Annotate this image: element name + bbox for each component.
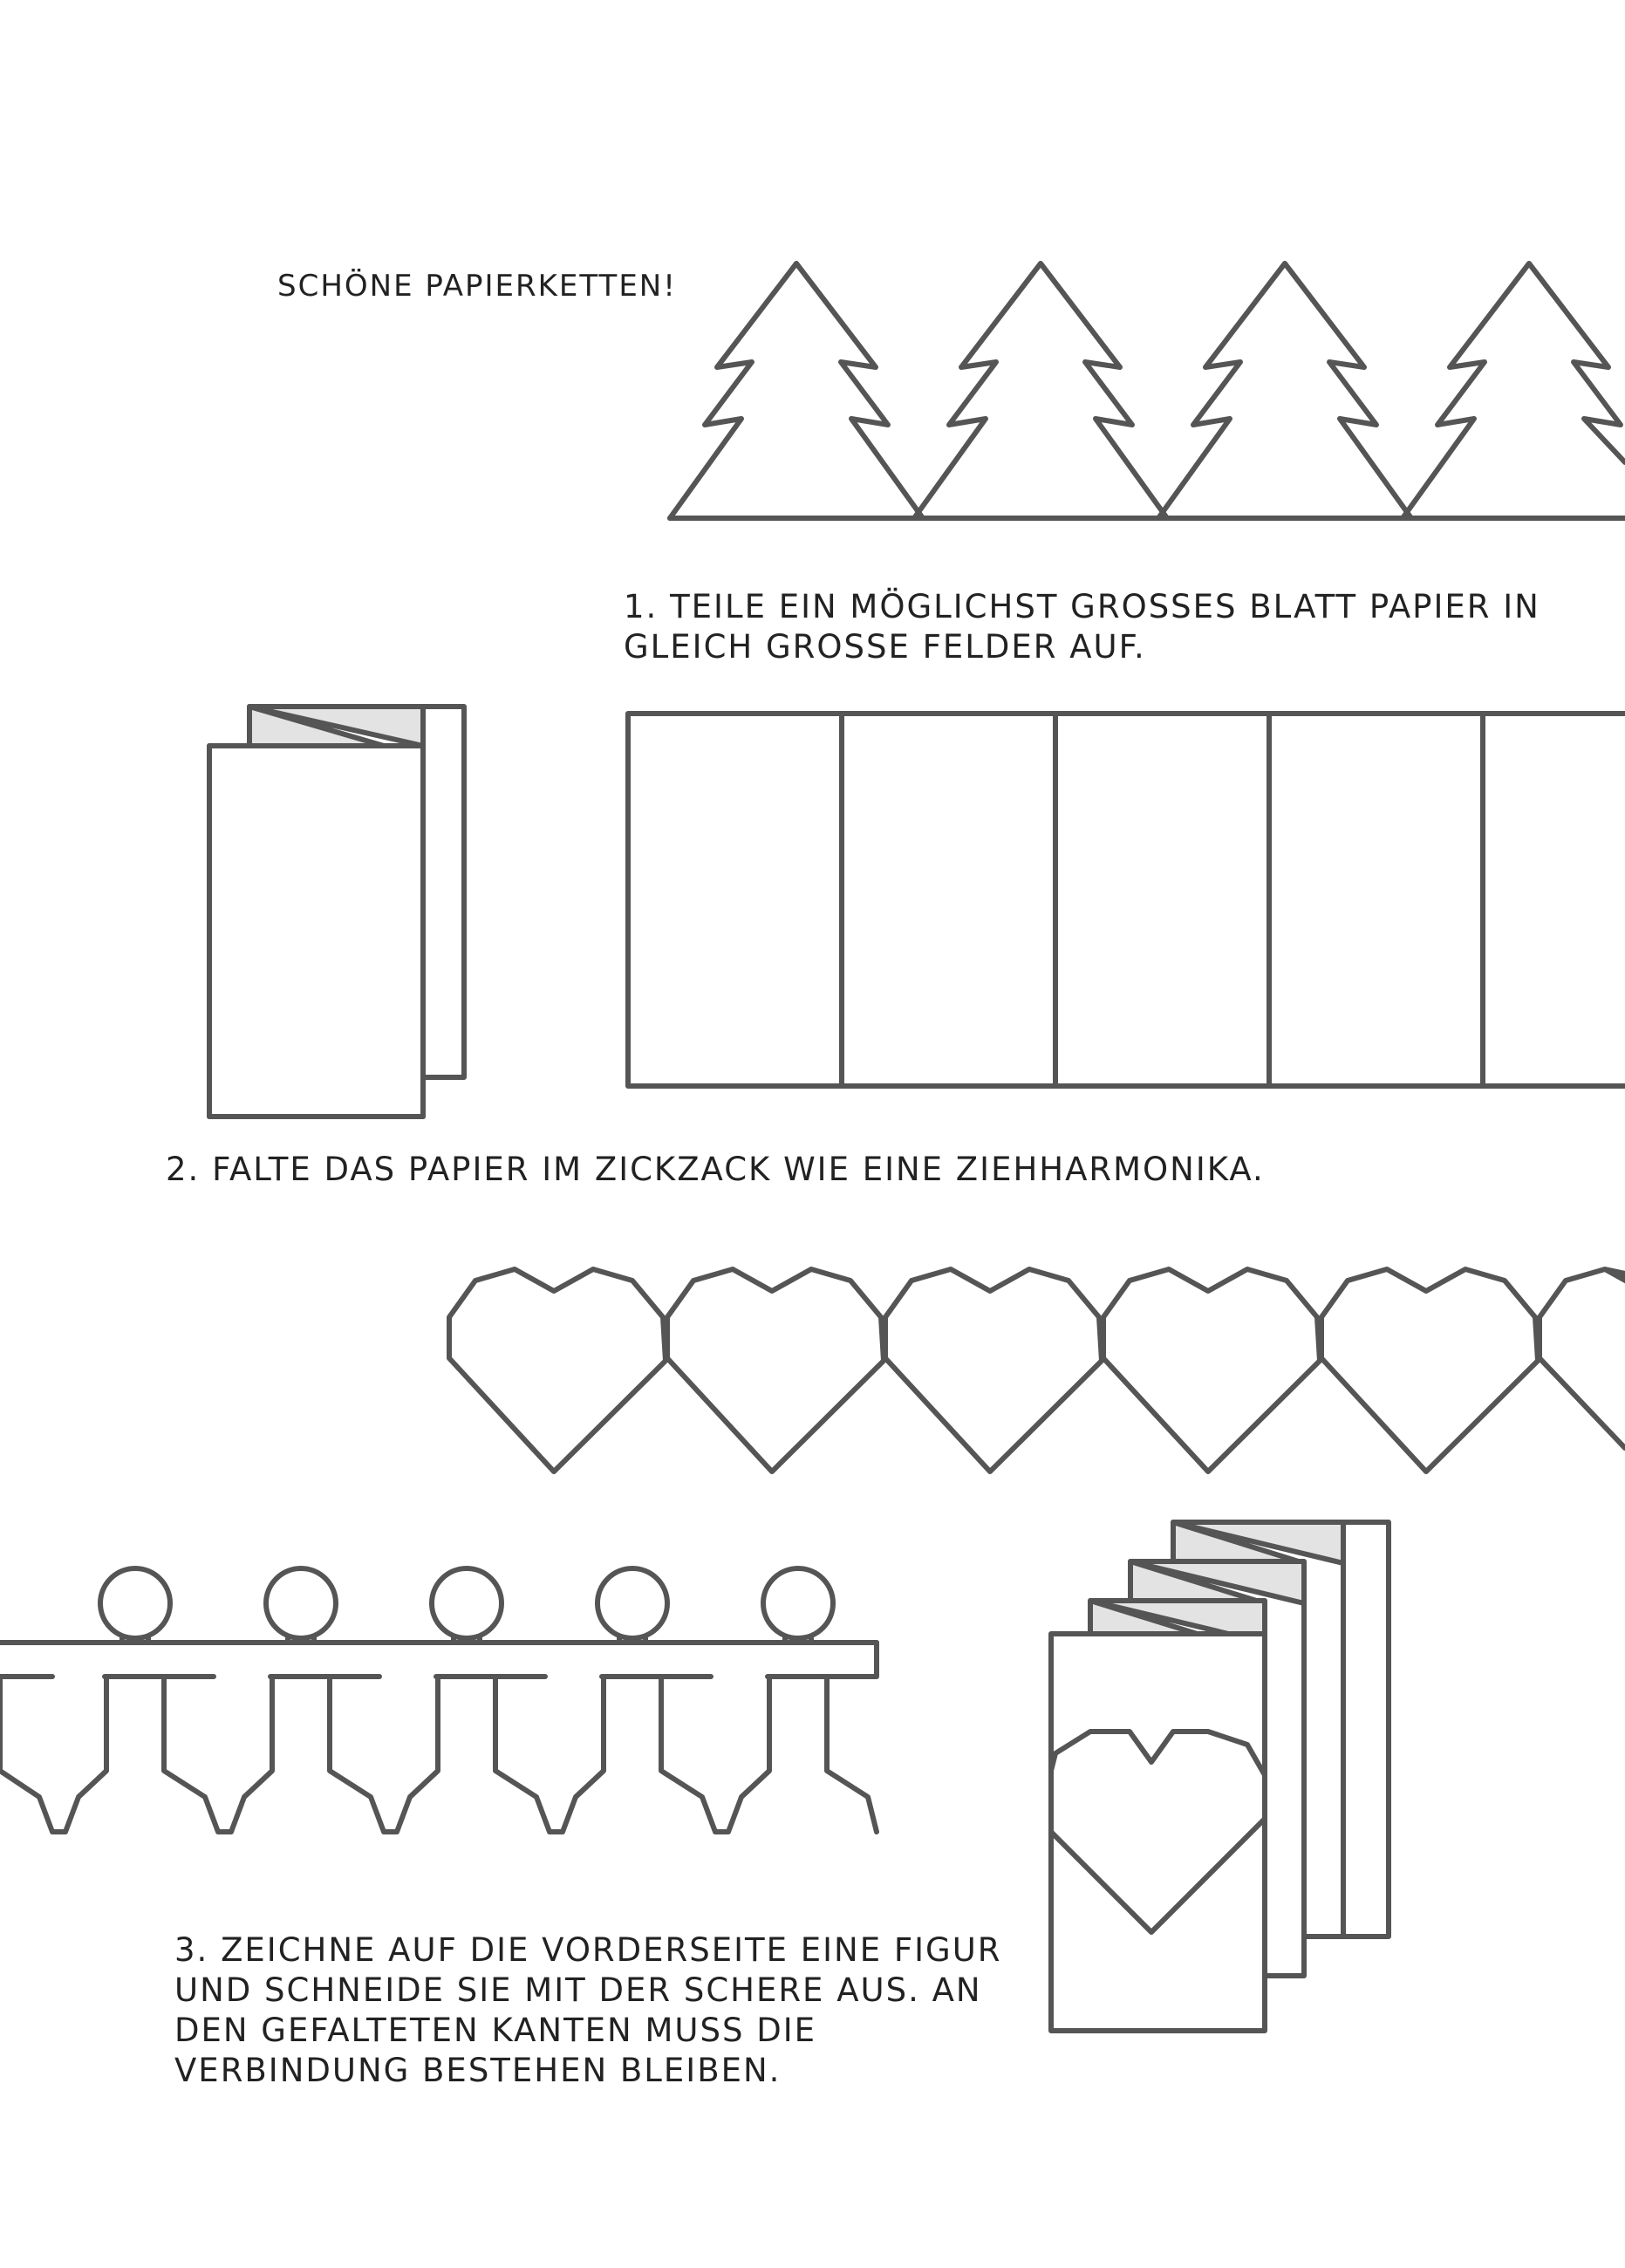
heart-garland-icon [447, 1267, 1625, 1474]
step-3-line-1: 3. Zeichne auf die Vorderseite eine Figu… [174, 1931, 1002, 1969]
people-garland-icon [0, 1566, 879, 1834]
step-3-line-3: den gefalteten Kanten muss die [174, 2012, 817, 2049]
page-title: Schöne Papierketten! [277, 269, 677, 304]
step-3-line-2: und schneide sie mit der Schere aus. An [174, 1971, 982, 2009]
step-1-line-2: gleich große Felder auf. [624, 628, 1146, 666]
step-2-line-1: 2. Falte das Papier im Zickzack wie eine… [166, 1151, 1265, 1188]
folded-paper-icon [207, 704, 467, 1119]
paper-panels-icon [625, 711, 1625, 1089]
tree-garland-icon [667, 261, 1625, 521]
folded-heart-stack-icon [1048, 1520, 1391, 2033]
step-1-line-1: 1. Teile ein möglichst großes Blatt Papi… [624, 588, 1540, 625]
step-3-line-4: Verbindung bestehen bleiben. [174, 2052, 782, 2089]
